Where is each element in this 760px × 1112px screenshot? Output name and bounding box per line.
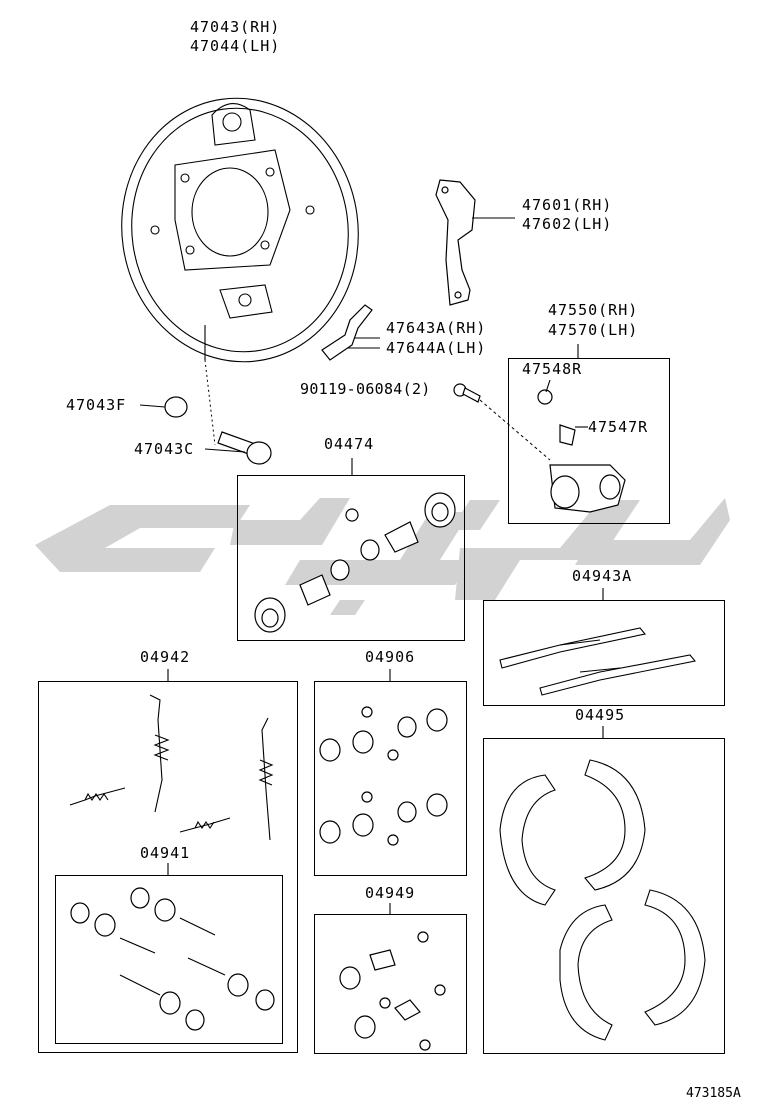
adjuster-parts <box>499 627 697 696</box>
wheel-cylinder <box>537 389 626 513</box>
boot-parts <box>319 706 448 846</box>
label-lever-lh: 47602(LH) <box>522 215 613 233</box>
label-shoe-set: 04495 <box>575 706 626 724</box>
hold-down-pins <box>119 917 226 996</box>
label-cylinder-kit: 04474 <box>324 435 375 453</box>
box-04474 <box>237 475 465 641</box>
label-pin: 47043C <box>134 440 195 458</box>
label-backing-plate-lh: 47044(LH) <box>190 37 281 55</box>
label-bolt: 90119-06084(2) <box>300 380 431 398</box>
label-small-kit: 04949 <box>365 884 416 902</box>
label-wheel-cylinder-rh: 47550(RH) <box>548 301 639 319</box>
pin-47043c <box>217 431 272 465</box>
label-cap: 47548R <box>522 360 583 378</box>
label-adjuster-kit: 04943A <box>572 567 633 585</box>
label-bleeder: 47547R <box>588 418 649 436</box>
box-04943a <box>483 600 725 706</box>
parking-lever <box>435 179 476 306</box>
label-wheel-cylinder-lh: 47570(LH) <box>548 321 639 339</box>
backing-plate <box>121 97 359 363</box>
box-04942 <box>38 681 298 1053</box>
strut <box>321 304 373 361</box>
box-04949 <box>314 914 467 1054</box>
bolt <box>453 383 481 403</box>
box-04906 <box>314 681 467 876</box>
label-strut-rh: 47643A(RH) <box>386 319 487 337</box>
label-boot-kit: 04906 <box>365 648 416 666</box>
small-kit-parts <box>339 931 446 1051</box>
figure-id: 473185A <box>686 1086 741 1101</box>
box-04495 <box>483 738 725 1054</box>
hold-down-parts <box>70 887 275 1031</box>
cylinder-kit-parts <box>254 492 456 633</box>
label-spring-kit: 04942 <box>140 648 191 666</box>
brake-shoes <box>499 759 706 1041</box>
label-hold-kit: 04941 <box>140 844 191 862</box>
label-lever-rh: 47601(RH) <box>522 196 613 214</box>
label-strut-lh: 47644A(LH) <box>386 339 487 357</box>
label-plug: 47043F <box>66 396 127 414</box>
label-backing-plate-rh: 47043(RH) <box>190 18 281 36</box>
box-wheel-cylinder <box>508 358 670 524</box>
spring-parts <box>69 694 274 841</box>
box-04941 <box>55 875 283 1044</box>
